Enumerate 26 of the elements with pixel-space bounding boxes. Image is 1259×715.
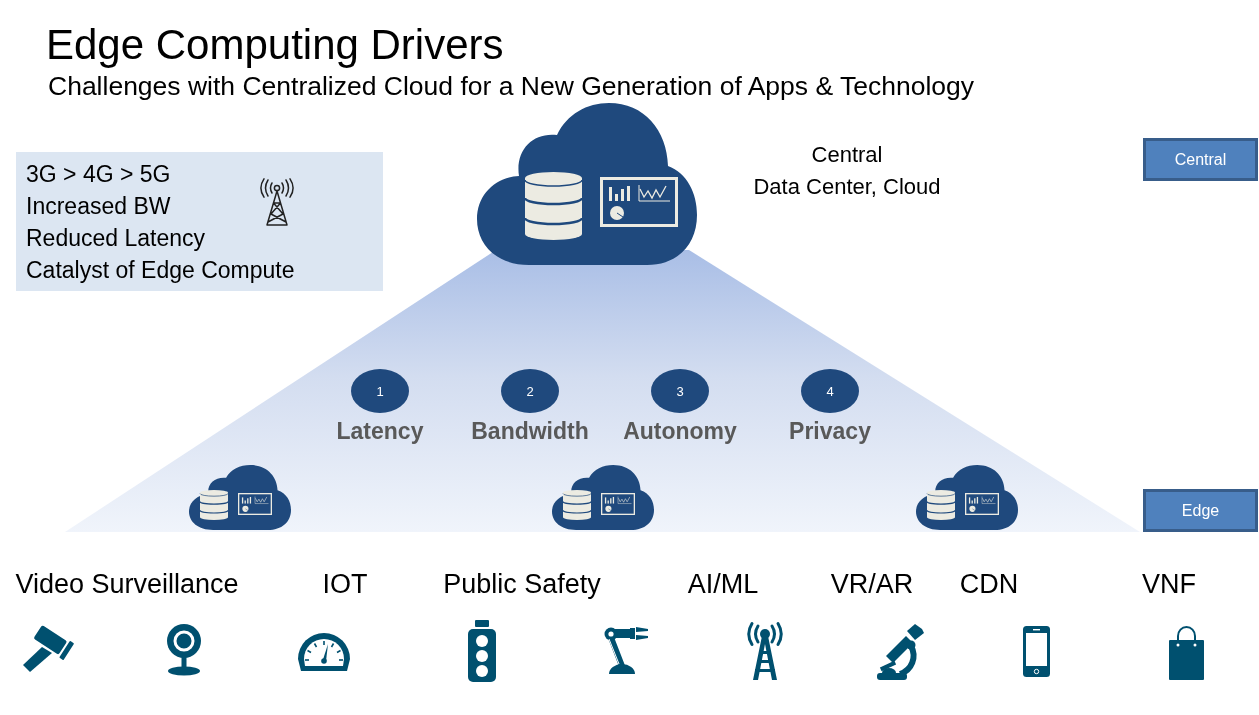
category-label: VNF <box>1142 568 1196 600</box>
driver-label: Bandwidth <box>471 417 589 445</box>
info-panel <box>16 152 383 291</box>
cloud-caption: Central <box>811 141 883 169</box>
category-label: VR/AR <box>830 568 914 600</box>
info-line: Catalyst of Edge Compute <box>26 256 295 284</box>
info-line: Reduced Latency <box>26 224 205 252</box>
tier-tag: Central <box>1143 138 1258 181</box>
tier-tag: Edge <box>1143 489 1258 532</box>
category-label: Video Surveillance <box>15 568 239 600</box>
driver-label: Latency <box>336 417 424 445</box>
info-line: Increased BW <box>26 192 171 220</box>
cloud-shape <box>189 465 291 530</box>
category-label: IOT <box>322 568 368 600</box>
info-line: 3G > 4G > 5G <box>26 160 171 188</box>
category-label: AI/ML <box>687 568 759 600</box>
cloud-shape <box>916 465 1018 530</box>
subtitle: Challenges with Centralized Cloud for a New Generation of Apps & Technology <box>48 70 975 102</box>
diagram-title: Edge Computing Drivers <box>46 20 504 70</box>
driver-label: Privacy <box>789 417 871 445</box>
category-label: CDN <box>959 568 1019 600</box>
cloud-shape <box>552 465 654 530</box>
category-label: Public Safety <box>443 568 601 600</box>
cloud-shape <box>477 103 697 265</box>
cloud-caption: Data Center, Cloud <box>753 173 941 201</box>
driver-label: Autonomy <box>623 417 737 445</box>
